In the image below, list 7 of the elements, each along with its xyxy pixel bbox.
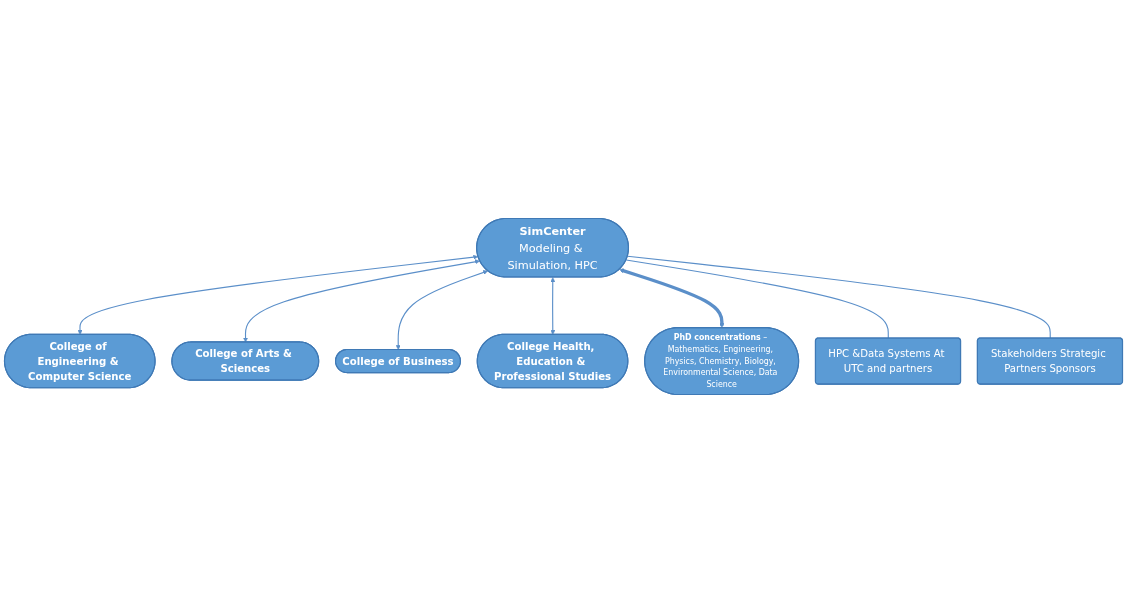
arrow — [77, 254, 479, 335]
connector — [625, 259, 889, 339]
arrow — [243, 259, 480, 343]
connector — [627, 255, 1051, 339]
arrow — [550, 277, 556, 335]
arrow — [395, 270, 488, 351]
arrow — [619, 268, 725, 329]
